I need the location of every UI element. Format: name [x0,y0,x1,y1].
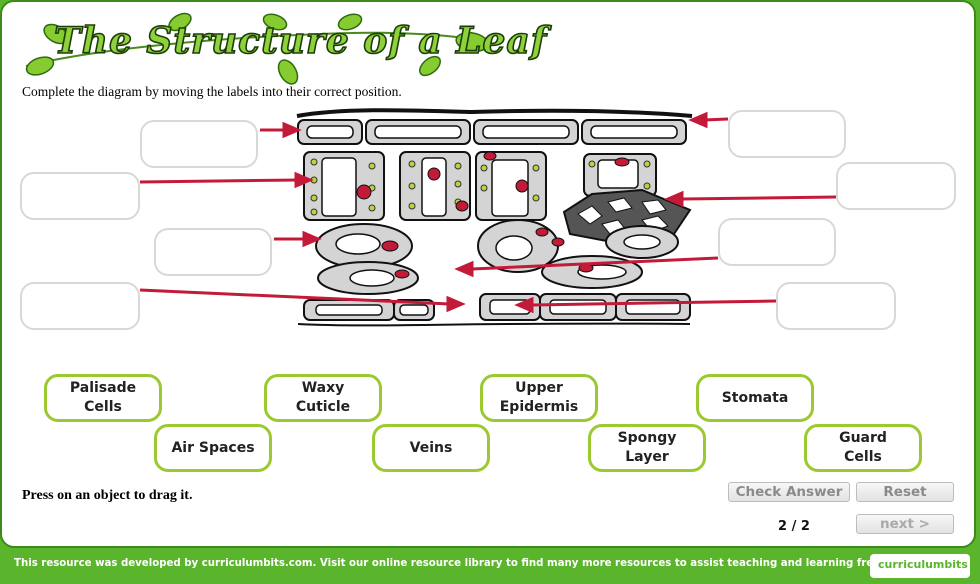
footer: This resource was developed by curriculu… [0,552,980,584]
drop-target-7[interactable] [718,218,836,266]
label-waxy-cuticle[interactable]: Waxy Cuticle [264,374,382,422]
label-guard-cells[interactable]: Guard Cells [804,424,922,472]
logo-text: curriculumbits [878,558,968,571]
label-spongy-layer[interactable]: Spongy Layer [588,424,706,472]
drop-target-8[interactable] [776,282,896,330]
leaf-cross-section [139,108,837,327]
reset-button[interactable]: Reset [856,482,954,502]
label-veins[interactable]: Veins [372,424,490,472]
activity-panel: The Structure of a Leaf Complete the dia… [0,0,976,548]
drop-target-5[interactable] [728,110,846,158]
label-palisade-cells[interactable]: Palisade Cells [44,374,162,422]
page-title: The Structure of a Leaf [53,19,548,63]
leaf-vine-decoration [25,12,491,85]
drop-target-4[interactable] [20,282,140,330]
footer-text: This resource was developed by curriculu… [14,558,942,569]
leaf-diagram [2,102,980,342]
drag-hint: Press on an object to drag it. [22,488,193,503]
label-air-spaces[interactable]: Air Spaces [154,424,272,472]
check-answer-button[interactable]: Check Answer [728,482,850,502]
drop-target-3[interactable] [154,228,272,276]
title-banner: The Structure of a Leaf [20,8,547,86]
next-button[interactable]: next > [856,514,954,534]
drop-target-2[interactable] [20,172,140,220]
label-upper-epidermis[interactable]: Upper Epidermis [480,374,598,422]
label-stomata[interactable]: Stomata [696,374,814,422]
drop-target-6[interactable] [836,162,956,210]
page-indicator: 2 / 2 [778,519,810,534]
curriculumbits-logo[interactable]: curriculumbits [870,554,970,578]
drop-target-1[interactable] [140,120,258,168]
instructions: Complete the diagram by moving the label… [22,84,402,99]
